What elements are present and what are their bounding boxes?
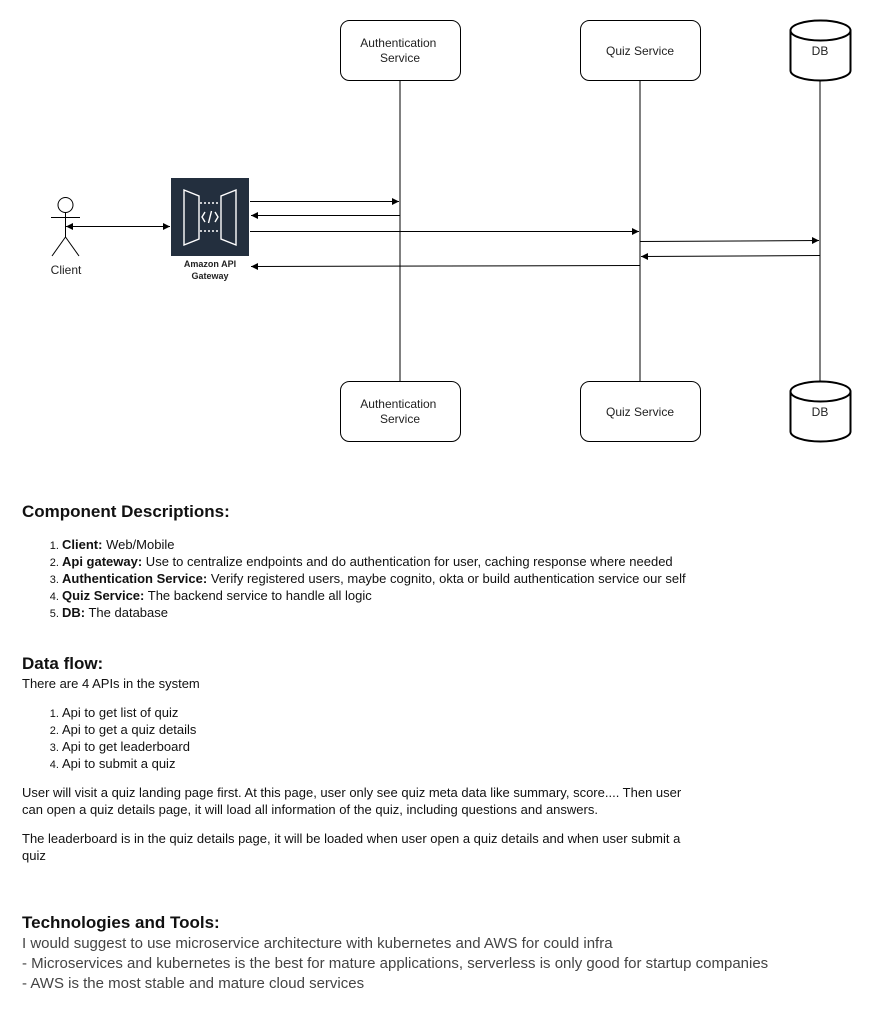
api-list: Api to get list of quiz Api to get a qui… <box>22 704 862 772</box>
auth-service-bottom-line1: Authentication <box>360 397 436 411</box>
tech-lines: I would suggest to use microservice arch… <box>22 934 862 994</box>
component-item: Authentication Service: Verify registere… <box>62 570 862 587</box>
client-actor <box>51 197 80 257</box>
quiz-to-gateway-arrow <box>250 262 641 270</box>
tech-line: - AWS is the most stable and mature clou… <box>22 975 365 992</box>
dataflow-paragraph-1: User will visit a quiz landing page firs… <box>22 785 682 817</box>
quiz-service-top: Quiz Service <box>580 20 701 81</box>
component-desc: The database <box>85 605 168 620</box>
component-term: Client: <box>62 537 103 552</box>
quiz-service-bottom: Quiz Service <box>580 381 701 442</box>
dataflow-heading: Data flow: <box>22 654 104 673</box>
component-desc: Verify registered users, maybe cognito, … <box>207 571 686 586</box>
actor-head-icon <box>57 197 74 213</box>
components-list: Client: Web/Mobile Api gateway: Use to c… <box>22 536 862 621</box>
component-desc: The backend service to handle all logic <box>144 588 372 603</box>
auth-service-bottom: Authentication Service <box>340 381 461 442</box>
tech-heading: Technologies and Tools: <box>22 913 220 932</box>
quiz-service-top-label: Quiz Service <box>606 44 674 58</box>
component-item: Api gateway: Use to centralize endpoints… <box>62 553 862 570</box>
auth-service-top-line1: Authentication <box>360 36 436 50</box>
svg-text:Authentication Service: Authentication Service <box>360 36 439 65</box>
component-term: Api gateway: <box>62 554 143 569</box>
quiz-service-bottom-label: Quiz Service <box>606 405 674 419</box>
api-item: Api to get a quiz details <box>62 721 862 738</box>
components-heading: Component Descriptions: <box>22 502 230 521</box>
component-desc: Use to centralize endpoints and do authe… <box>142 554 673 569</box>
component-item: Quiz Service: The backend service to han… <box>62 587 862 604</box>
auth-service-bottom-line2: Service <box>380 412 420 426</box>
tech-line: - Microservices and kubernetes is the be… <box>22 955 769 972</box>
api-item: Api to get leaderboard <box>62 738 862 755</box>
document-body: Component Descriptions: Client: Web/Mobi… <box>22 500 862 992</box>
components-section: Component Descriptions: Client: Web/Mobi… <box>22 502 862 621</box>
quiz-to-db-arrow <box>639 237 820 245</box>
client-label: Client <box>51 263 82 277</box>
component-item: Client: Web/Mobile <box>62 536 862 553</box>
sequence-diagram: Authentication Service Quiz Service DB A… <box>51 19 852 443</box>
dataflow-intro: There are 4 APIs in the system <box>22 676 200 691</box>
db-top-label: DB <box>812 44 829 58</box>
dataflow-paragraph-2: The leaderboard is in the quiz details p… <box>22 831 681 863</box>
svg-text:Authentication Service: Authentication Service <box>360 397 439 426</box>
gateway-label-line2: Gateway <box>191 271 228 281</box>
api-gateway: Amazon API Gateway <box>171 178 249 281</box>
api-item: Api to submit a quiz <box>62 755 862 772</box>
gateway-label-line1: Amazon API <box>184 259 236 269</box>
component-term: Quiz Service: <box>62 588 145 603</box>
db-bottom-label: DB <box>812 405 829 419</box>
auth-service-top-line2: Service <box>380 51 420 65</box>
db-top: DB <box>789 19 852 82</box>
component-item: DB: The database <box>62 604 862 621</box>
component-term: Authentication Service: <box>62 571 208 586</box>
db-bottom: DB <box>789 380 852 443</box>
api-item: Api to get list of quiz <box>62 704 862 721</box>
db-to-quiz-arrow <box>640 252 821 260</box>
component-desc: Web/Mobile <box>102 537 175 552</box>
tech-section: Technologies and Tools: I would suggest … <box>22 913 862 994</box>
auth-service-top: Authentication Service <box>340 20 461 81</box>
dataflow-section: Data flow: There are 4 APIs in the syste… <box>22 654 862 864</box>
tech-line: I would suggest to use microservice arch… <box>22 935 613 952</box>
component-term: DB: <box>62 605 86 620</box>
